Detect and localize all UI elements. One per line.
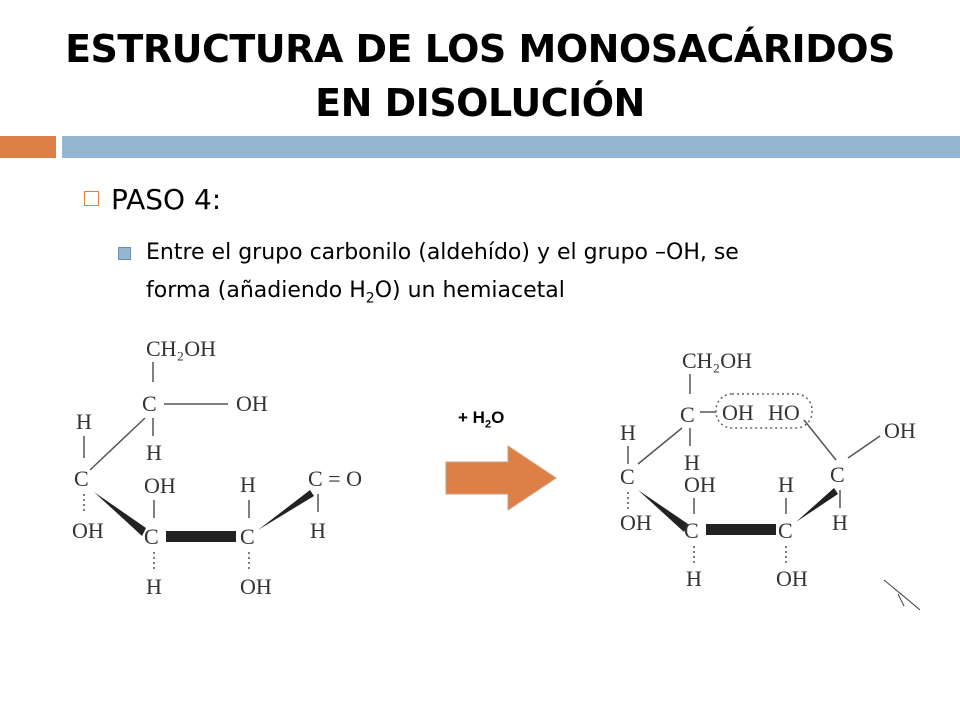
hemiacetal-structure: CH₂OH C OH HO H H C OH OH C H H C OH OH [620,348,921,611]
bullet-level-2-line-2: forma (añadiendo H2O) un hemiacetal [146,278,565,307]
right-c1-ho: HO [768,400,800,425]
water-highlight [715,393,813,429]
left-c3: C [144,524,159,549]
left-c2-oh: OH [240,574,272,599]
title-line-1: ESTRUCTURA DE LOS MONOSACÁRIDOS [65,27,895,71]
open-chain-structure: CH₂OH C OH H H C OH OH C H H C OH C = O [72,336,362,599]
right-c1-oh: OH [884,418,916,443]
right-c4-oh: OH [620,510,652,535]
right-c1: C [830,462,845,487]
accent-bar-orange [0,136,56,158]
left-c4-h: H [76,409,92,434]
bullet-level-2-line-1: Entre el grupo carbonilo (aldehído) y el… [146,240,739,265]
right-c3: C [684,518,699,543]
bullet-level-1-text: PASO 4: [111,183,222,216]
right-c1-h: H [832,510,848,535]
left-c5-oh: OH [236,391,268,416]
left-c5-h: H [146,440,162,465]
left-c1-carbonyl: C = O [308,466,362,491]
right-c3-oh: OH [684,472,716,497]
left-c4-oh: OH [72,518,104,543]
right-c5-h: H [684,450,700,475]
square-bullet-icon [84,190,99,206]
right-c4-h: H [620,420,636,445]
right-c2-h: H [778,472,794,497]
right-ch2oh: CH₂OH [682,348,752,373]
left-c3-oh: OH [144,473,176,498]
reagent-label: + H2O [458,408,505,431]
left-c3-h: H [146,574,162,599]
title-line-2: EN DISOLUCIÓN [315,81,645,125]
right-c3-h: H [686,566,702,591]
left-c2: C [240,524,255,549]
right-c5: C [680,402,695,427]
left-c2-h: H [240,472,256,497]
right-c2-oh: OH [776,566,808,591]
left-c5: C [142,391,157,416]
right-c4: C [620,464,635,489]
left-c1-h: H [310,518,326,543]
bullet-level-2: Entre el grupo carbonilo (aldehído) y el… [118,234,918,317]
left-ch2oh: CH₂OH [146,336,216,361]
right-c2: C [778,518,793,543]
filled-square-bullet-icon [118,247,131,260]
bullet-level-1: PASO 4: [84,180,221,220]
slide-title: ESTRUCTURA DE LOS MONOSACÁRIDOS EN DISOL… [0,22,960,130]
right-c5-oh: OH [722,400,754,425]
reaction-arrow-icon [445,445,557,511]
accent-bar-blue [62,136,960,158]
scan-mark [883,579,921,611]
left-c4: C [74,466,89,491]
